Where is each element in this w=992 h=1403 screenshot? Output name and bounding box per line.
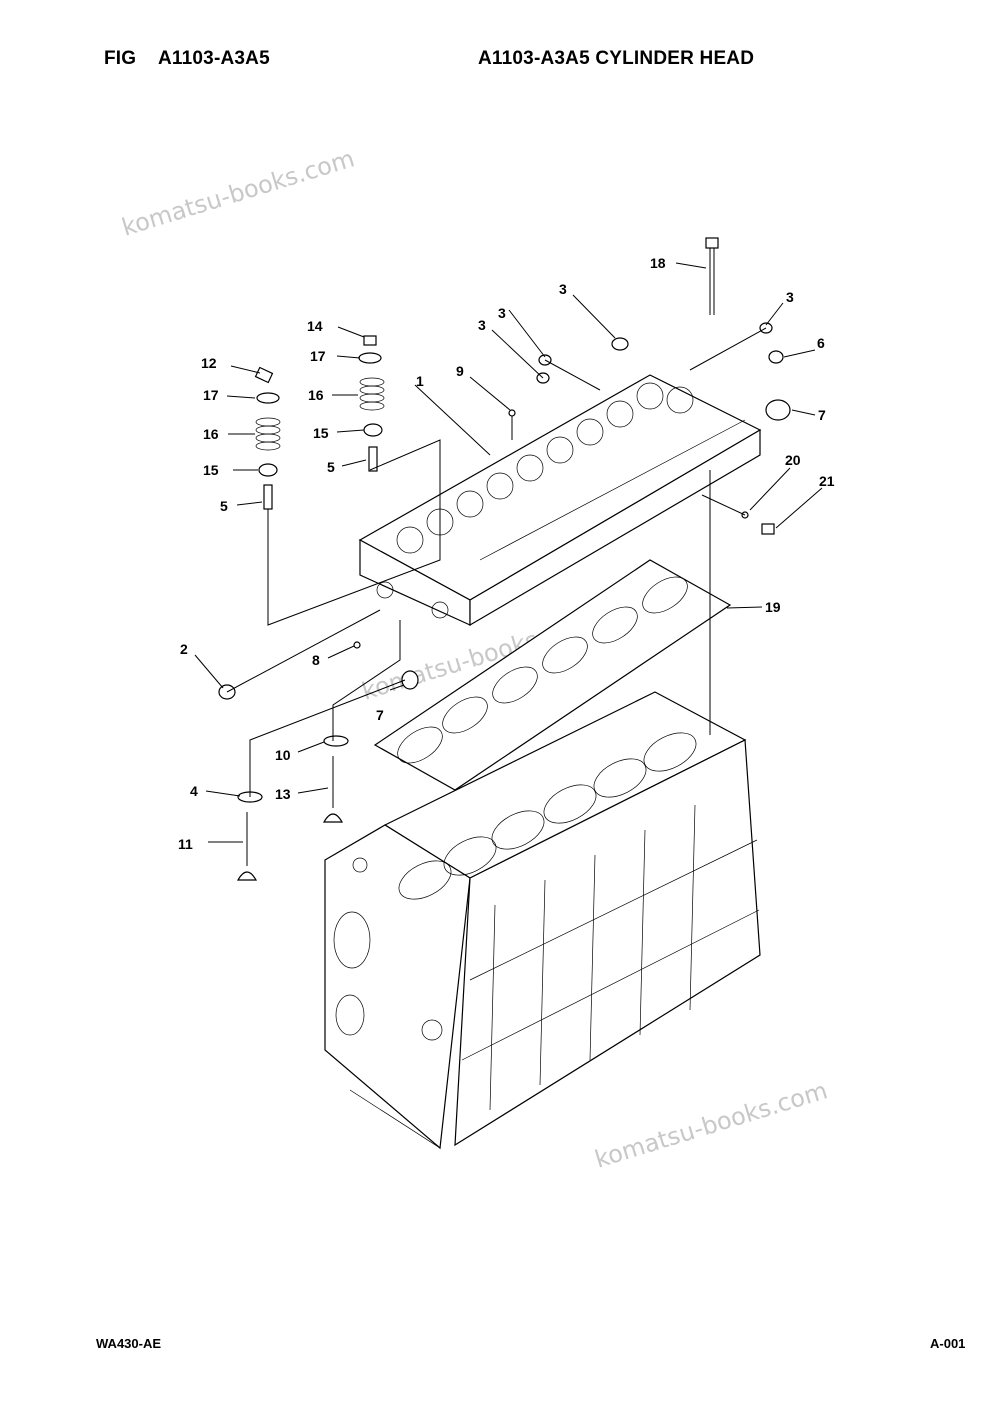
callout-16-b: 16 (308, 387, 324, 403)
callout-3-a: 3 (498, 305, 506, 321)
figure-label: FIG (104, 48, 137, 69)
figure-code: A1103-A3A5 (158, 48, 270, 69)
callout-3-b: 3 (478, 317, 486, 333)
callout-2: 2 (180, 641, 188, 657)
callout-18: 18 (650, 255, 666, 271)
callout-16-a: 16 (203, 426, 219, 442)
callout-15-a: 15 (203, 462, 219, 478)
callout-19: 19 (765, 599, 781, 615)
cylinder-head (358, 374, 762, 627)
callout-5-a: 5 (220, 498, 228, 514)
callout-13: 13 (275, 786, 291, 802)
callout-9: 9 (456, 363, 464, 379)
callout-11: 11 (178, 836, 193, 852)
head-gasket (373, 559, 732, 791)
callout-20: 20 (785, 452, 801, 468)
callout-15-b: 15 (313, 425, 329, 441)
callout-5-b: 5 (327, 459, 335, 475)
callout-7-b: 7 (376, 707, 384, 723)
callout-14: 14 (307, 318, 323, 334)
leader-lines (194, 262, 823, 843)
callout-3-c: 3 (559, 281, 567, 297)
footer-model: WA430-AE (96, 1336, 162, 1351)
callout-6: 6 (817, 335, 825, 351)
callout-17-a: 17 (203, 387, 219, 403)
footer-page-number: A-001 (930, 1336, 966, 1351)
callout-numbers: 1 2 3 3 3 3 4 5 5 6 7 7 8 9 10 11 12 13 … (178, 255, 835, 852)
callout-7-a: 7 (818, 407, 826, 423)
watermark-top: komatsu-books.com (119, 144, 358, 241)
callout-8: 8 (312, 652, 320, 668)
callout-21: 21 (819, 473, 835, 489)
callout-3-d: 3 (786, 289, 794, 305)
cylinder-block (324, 691, 761, 1150)
figure-title: A1103-A3A5 CYLINDER HEAD (478, 48, 755, 69)
callout-10: 10 (275, 747, 291, 763)
callout-1: 1 (416, 373, 424, 389)
callout-12: 12 (201, 355, 217, 371)
callout-17-b: 17 (310, 348, 326, 364)
callout-4: 4 (190, 783, 198, 799)
watermark-bottom: komatsu-books.com (592, 1076, 831, 1173)
